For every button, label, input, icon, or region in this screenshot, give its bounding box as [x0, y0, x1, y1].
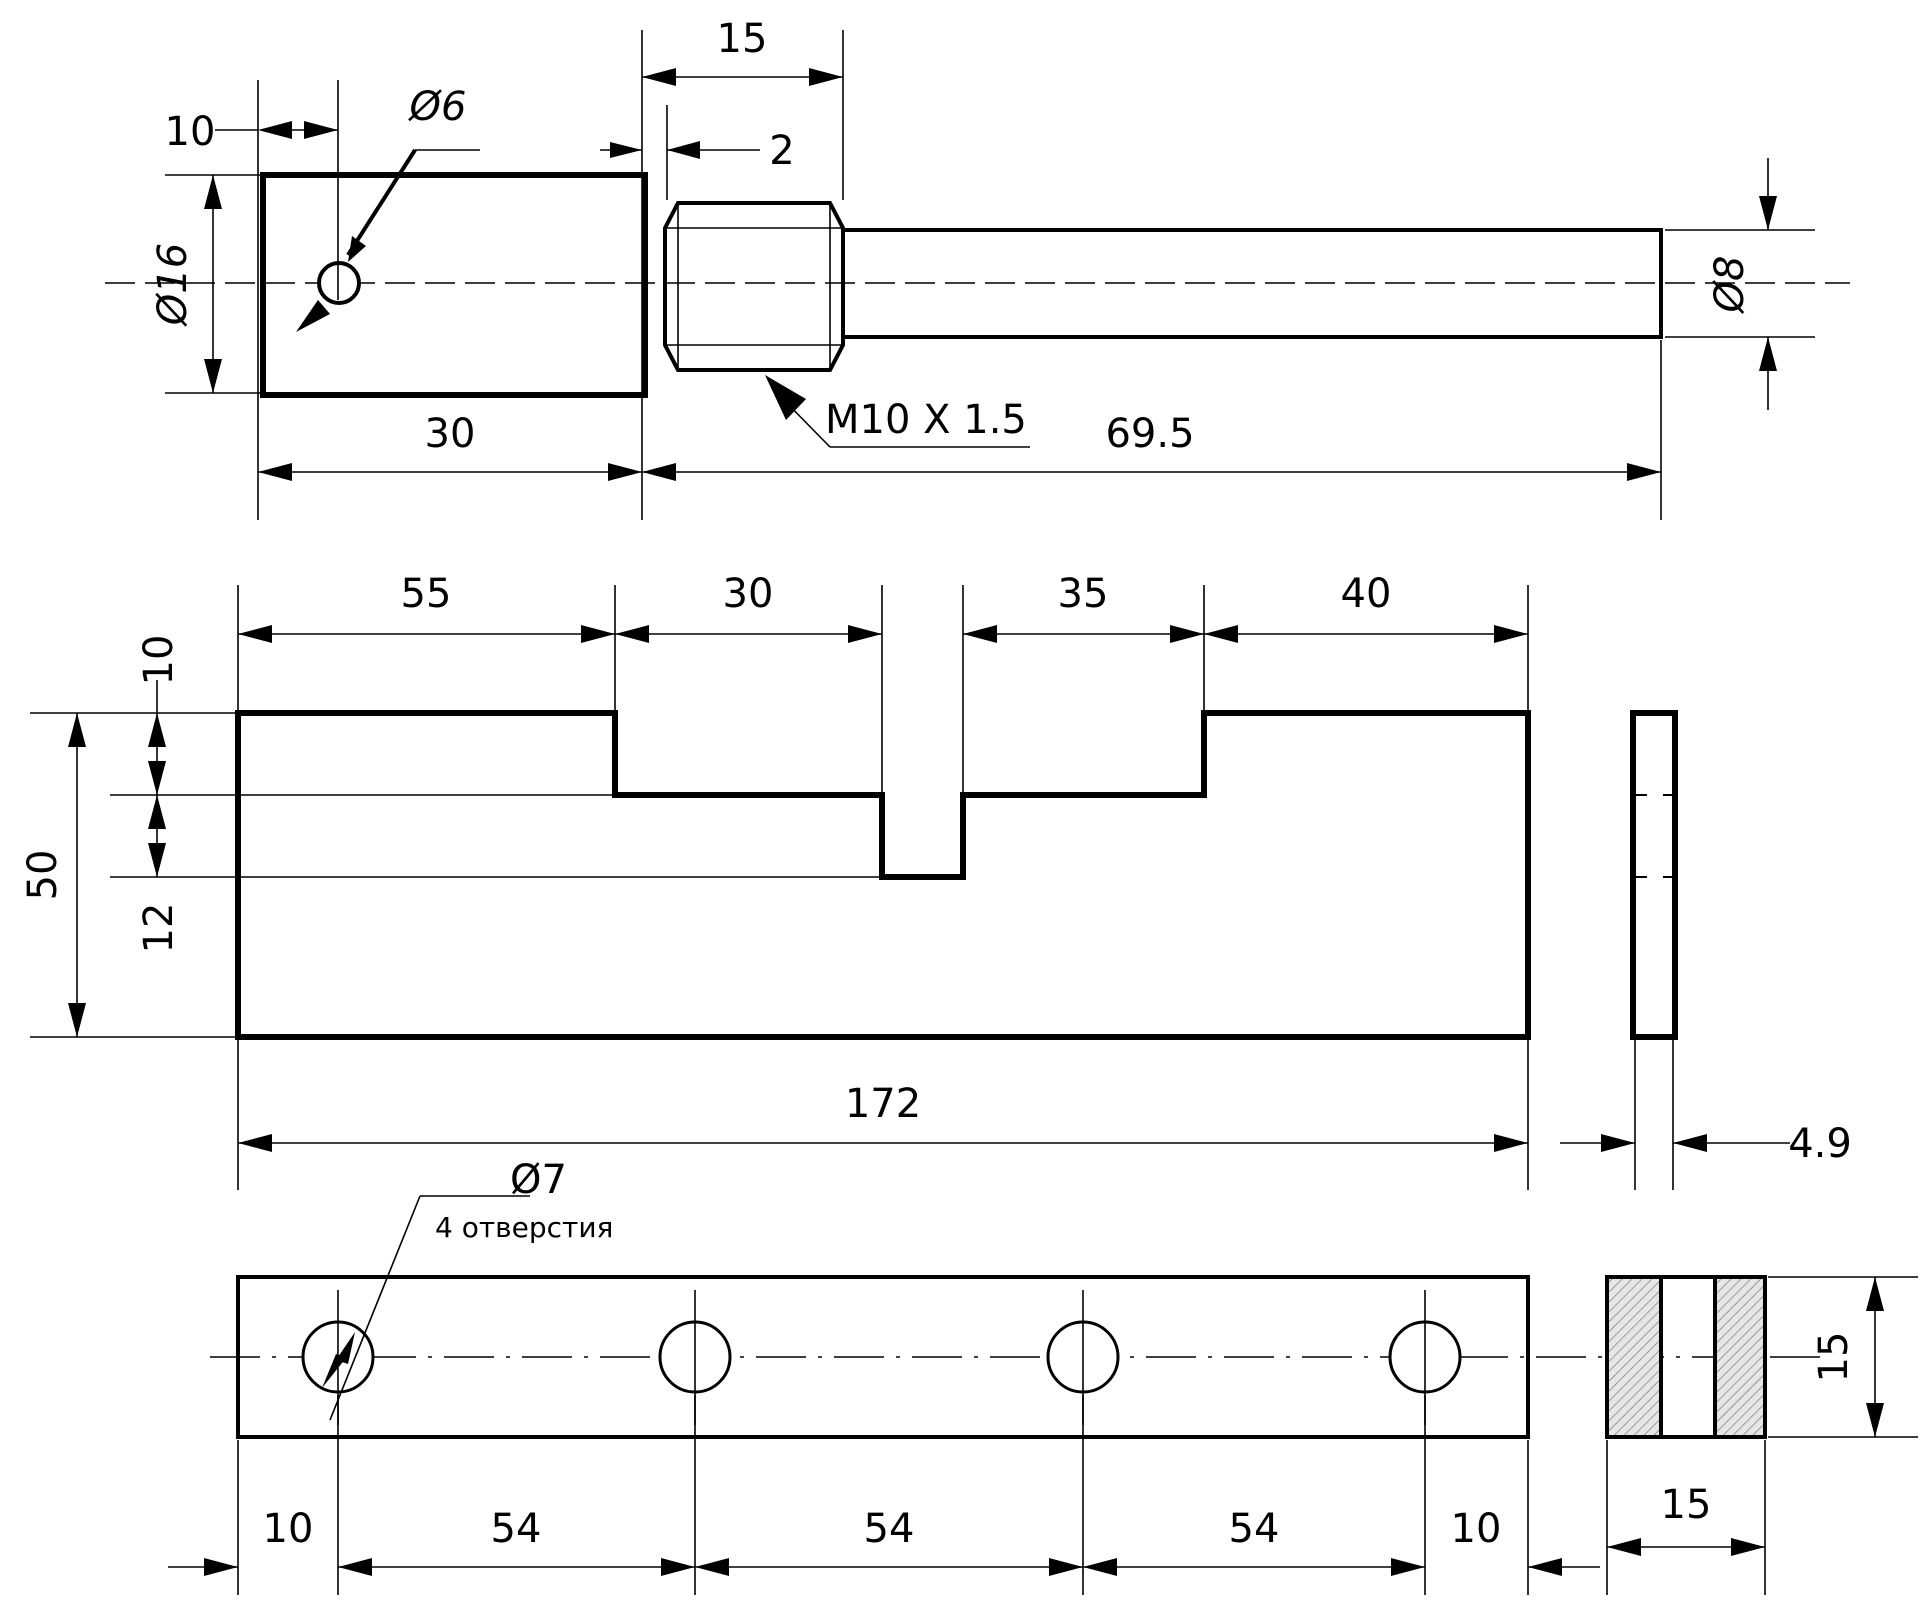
dim-edge-left: 10 [263, 1506, 314, 1552]
dim-w4: 40 [1341, 571, 1392, 617]
dim-shaft-length: 69.5 [1105, 411, 1194, 457]
dim-thread-length: 15 [717, 16, 768, 62]
dim-chamfer: 2 [769, 128, 794, 174]
dim-pitch-1: 54 [491, 1506, 542, 1552]
thread-spec: M10 X 1.5 [825, 397, 1027, 443]
pin-shaft [841, 228, 1663, 339]
dim-hole: Ø6 [408, 84, 467, 130]
dim-w1: 55 [401, 571, 452, 617]
dim-edge-right: 10 [1451, 1506, 1502, 1552]
bar-outline [235, 710, 1531, 1040]
holes-note: 4 отверстия [435, 1211, 613, 1244]
hole-spec: Ø7 [510, 1157, 567, 1203]
dim-shaft-diameter: Ø8 [1707, 256, 1753, 315]
cross-hole [317, 261, 361, 305]
dim-slot: 12 [136, 903, 182, 954]
pin-head [260, 172, 648, 398]
dim-pitch-3: 54 [1229, 1506, 1280, 1552]
dim-section-width: 15 [1661, 1482, 1712, 1528]
dim-w2: 30 [723, 571, 774, 617]
dim-pitch-2: 54 [864, 1506, 915, 1552]
dim-head-diameter: Ø16 [150, 243, 196, 327]
pin-view: 10 Ø6 15 2 Ø16 30 69.5 [105, 16, 1850, 520]
bar-plan-outline [236, 1275, 1530, 1439]
bar-front-view: 55 30 35 40 10 12 50 172 4.9 [20, 571, 1852, 1190]
bar-section-view [1605, 1275, 1767, 1439]
dim-height: 50 [20, 850, 66, 901]
bar-side-view [1630, 710, 1678, 1040]
dim-length: 172 [845, 1081, 921, 1127]
bar-plan-view: Ø7 4 отверстия 10 54 54 54 10 15 [168, 1157, 1918, 1595]
dim-section-height: 15 [1811, 1332, 1857, 1383]
dim-thickness: 4.9 [1788, 1121, 1852, 1167]
dim-hole-offset: 10 [165, 109, 216, 155]
dim-w3: 35 [1058, 571, 1109, 617]
dim-head-length: 30 [425, 411, 476, 457]
dim-step: 10 [136, 635, 182, 686]
